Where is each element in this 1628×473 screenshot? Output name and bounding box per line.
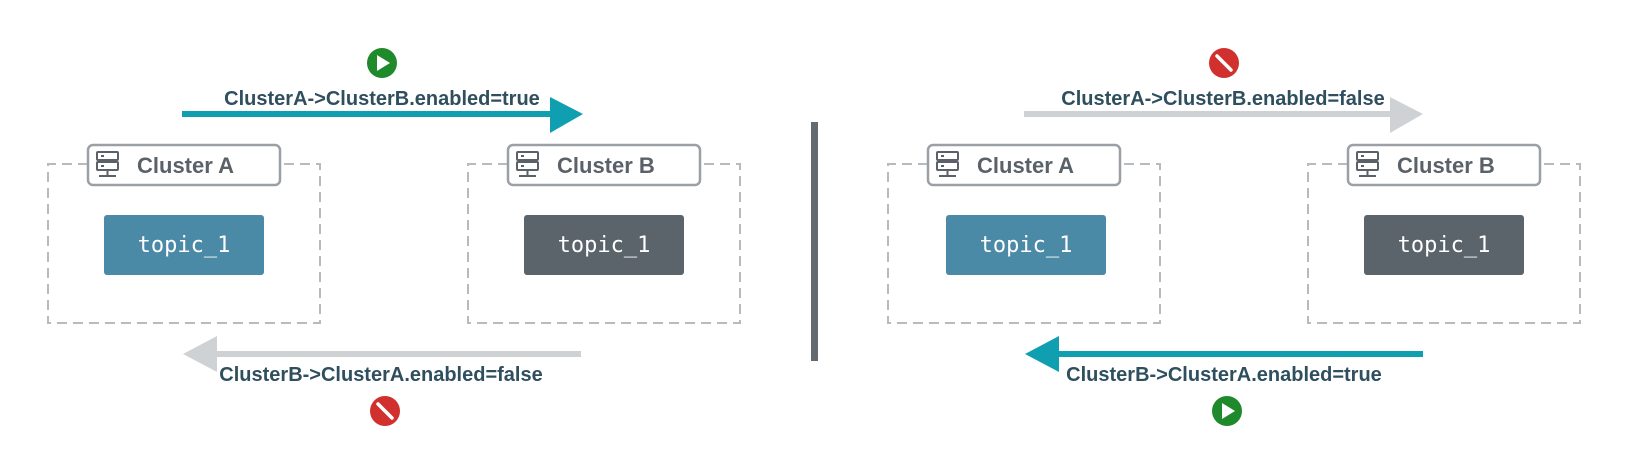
arrow-shaft [1024, 111, 1395, 117]
arrow-label: ClusterB->ClusterA.enabled=true [1066, 364, 1382, 386]
server-icon [516, 151, 539, 177]
server-icon [936, 151, 959, 177]
left-top-arrow: ClusterA->ClusterB.enabled=true [182, 48, 583, 133]
cluster-header [506, 143, 702, 187]
topic-label: topic_1 [138, 233, 231, 258]
topic-label: topic_1 [980, 233, 1073, 258]
arrow-shaft [1056, 351, 1423, 357]
right-panel: Cluster A topic_1 Cluster B topic_1 [887, 48, 1581, 426]
topic-label: topic_1 [558, 233, 651, 258]
arrow-shaft [214, 351, 581, 357]
cluster-dashed-border [47, 163, 321, 324]
topic-box [104, 215, 264, 275]
cluster-dashed-border [887, 163, 1161, 324]
play-icon-glyph [1222, 403, 1235, 419]
cluster-title: Cluster A [137, 153, 234, 178]
cluster-dashed-border [1307, 163, 1581, 324]
cluster-header [1346, 143, 1542, 187]
arrow-label: ClusterA->ClusterB.enabled=false [1061, 88, 1384, 110]
arrow-head [1025, 336, 1059, 372]
server-icon [1356, 151, 1379, 177]
cluster-title: Cluster A [977, 153, 1074, 178]
right-cluster-b: Cluster B topic_1 [1307, 143, 1581, 324]
left-cluster-b: Cluster B topic_1 [467, 143, 741, 324]
arrow-head [183, 336, 217, 372]
topic-box [946, 215, 1106, 275]
left-panel: Cluster A topic_1 Cluster B topic_1 [47, 48, 741, 426]
cluster-title: Cluster B [557, 153, 655, 178]
right-cluster-a: Cluster A topic_1 [887, 143, 1161, 324]
arrow-head [550, 97, 583, 133]
no-entry-icon-slash [376, 402, 394, 420]
arrow-shaft [182, 111, 553, 117]
topic-box [524, 215, 684, 275]
no-entry-icon-slash [1215, 54, 1233, 72]
right-bottom-arrow: ClusterB->ClusterA.enabled=true [1025, 336, 1423, 426]
cluster-title: Cluster B [1397, 153, 1495, 178]
arrow-head [1390, 97, 1423, 133]
arrow-label: ClusterB->ClusterA.enabled=false [219, 364, 542, 386]
arrow-label: ClusterA->ClusterB.enabled=true [224, 88, 540, 110]
cluster-dashed-border [467, 163, 741, 324]
left-bottom-arrow: ClusterB->ClusterA.enabled=false [183, 336, 581, 426]
topic-box [1364, 215, 1524, 275]
left-cluster-a: Cluster A topic_1 [47, 143, 321, 324]
play-icon-glyph [377, 55, 390, 71]
server-icon [96, 151, 119, 177]
cluster-header [926, 143, 1122, 187]
panel-divider [811, 122, 818, 361]
topic-label: topic_1 [1398, 233, 1491, 258]
right-top-arrow: ClusterA->ClusterB.enabled=false [1024, 48, 1423, 133]
cluster-header [86, 143, 282, 187]
